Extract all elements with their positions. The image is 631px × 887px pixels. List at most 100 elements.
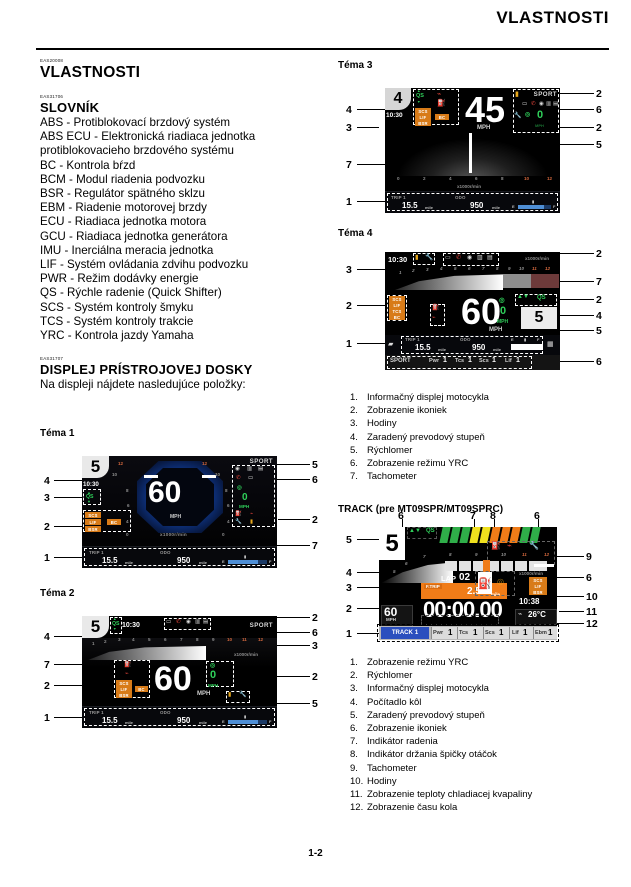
tach-unit-label: x1000r/min [234,652,259,657]
list-item-text: Tachometer [367,762,417,774]
gear-indicator: 5 [521,307,557,329]
clock-display: 10:30 [388,255,408,264]
fuel-pump-icon: ▮ [532,199,535,204]
wrench-icon: 🔧 [239,692,247,698]
callout-8: 8 [490,510,496,522]
list-item-number: 3. [350,683,358,695]
callout-7: 7 [44,659,50,671]
speed-unit: MPH [386,617,396,622]
list-item-number: 7. [350,471,358,483]
media-icon: ▤ [258,466,264,472]
oil-warning-icon: ⛽ [432,305,440,311]
mode-pwr-tab[interactable] [431,627,457,639]
message-icon: ▭ [445,255,451,261]
gauge-mark-left [144,475,158,478]
list-item-number: 9. [350,762,358,774]
tach-tick: 12 [118,461,124,466]
fuel-gauge [511,344,543,350]
warn-scs-icon: SCS [389,296,405,302]
leader-line [558,127,594,128]
list-item-number: 5. [350,444,358,456]
tach-tick: 8 [225,488,228,493]
mode-ebm-tab[interactable] [533,627,557,639]
connectivity-icon-group [443,253,499,266]
list-item-text: Hodiny [367,775,397,787]
callout-2: 2 [44,680,50,692]
tach-tick: 10 [501,552,507,557]
mode-scs-value: 1 [499,628,504,637]
figure-track: 5 4 3 2 1 6 7 8 6 9 6 10 11 12 5 [338,505,623,645]
display-section-title: DISPLEJ PRÍSTROJOVEJ DOSKY [40,362,253,378]
wrench-icon: 🔧 [425,254,434,261]
callout-11: 11 [586,606,598,618]
tach-tick: 5 [454,266,457,271]
tema4-display-panel: 10:30 ▮ 🔧 ▭ ✆ ◉ ▥ ▤ x1000r/min 1 2 3 4 5… [385,252,560,370]
tach-tick: 10 [112,472,118,477]
list-item: 2.Zobrazenie ikoniek [350,404,620,417]
tach-tick: 4 [126,519,129,524]
callout-3: 3 [346,582,352,594]
callout-1: 1 [44,712,50,724]
connectivity-icon-group [164,618,211,630]
callout-4: 4 [596,310,602,322]
figure-tema4: Téma 4 3 2 1 2 7 2 4 5 6 10:30 ▮ 🔧 ▭ ✆ ◉… [338,228,623,378]
speed-value: 60 [461,291,502,332]
figure-tema2: Téma 2 4 7 2 1 2 6 3 2 5 5 10:30 SPORT ▲… [40,588,325,730]
ride-mode-label: SPORT [249,458,273,465]
mode-tcs-label: Tcs [459,630,469,636]
tach-tick: 11 [532,266,537,271]
list-item-number: 11. [350,789,363,801]
callout-3: 3 [312,640,318,652]
mode-lif-tab[interactable] [509,627,533,639]
media-icon: ▤ [203,619,209,625]
tema3-display-panel: 4 10:30 ▲ QS ▼ ⌁ ⛽ SCS LIF BSR BC 45 MPH… [385,88,560,213]
mode-ebm-value: 1 [548,628,553,637]
tach-tick: 7 [180,637,183,642]
glossary-entry: YRC - Kontrola jazdy Yamaha [40,329,194,343]
tach-tick: 12 [202,461,208,466]
cruise-speed-value: 0 [242,492,248,503]
trip-value: 15.5 [102,716,118,725]
warn-bc-icon: BC [107,519,121,525]
phone-call-icon: ✆ [176,619,181,625]
shift-down-icon: ▼ [113,627,117,631]
tach-tick: 6 [164,637,167,642]
fuel-full-label: F [269,559,272,564]
fuel-pump-icon: ▮ [244,714,247,719]
odo-value: 950 [472,343,486,352]
info-bar-outline [84,708,275,726]
tach-tick: 4 [132,637,135,642]
mode-scs-tab[interactable] [483,627,509,639]
glossary-entry: GCU - Riadiaca jednotka generátora [40,229,228,243]
trip-label: TRIP 1 [391,195,406,200]
message-icon: ▭ [522,101,528,107]
qs-icon: QS [86,494,94,500]
callout-5: 5 [312,459,318,471]
yrc-scs-value: 1 [492,357,496,364]
bluetooth-device-icon: ▥ [546,101,552,107]
left-column: EAS20008 VLASTNOSTI EAS31706 SLOVNÍK ABS… [40,58,325,392]
tach-bar-background [445,561,547,571]
tach-unit-label: x1000r/min [160,532,188,537]
mode-pwr-value: 1 [448,628,453,637]
leader-line [357,608,379,609]
callout-10: 10 [586,591,598,603]
tach-tick: 0 [222,532,225,537]
trip-unit: mile [125,560,134,565]
info-bar [385,335,560,355]
list-item: 6.Zobrazenie režimu YRC [350,457,620,470]
list-item-number: 3. [350,418,358,430]
phone-call-icon: ✆ [531,101,536,107]
leader-line [54,480,82,481]
oil-warning-icon: ⛽ [437,100,446,107]
wrench-icon: 🔧 [529,541,539,550]
trip-label: TRIP 1 [89,710,104,715]
service-icon-group [226,691,250,703]
list-item-text: Zobrazenie režimu YRC [367,657,469,668]
cruise-speed-value: 0 [537,109,544,121]
mode-tcs-tab[interactable] [457,627,483,639]
warn-scs-icon: SCS [116,680,132,686]
glossary-entry: BSR - Regulátor spätného sklzu [40,187,205,201]
